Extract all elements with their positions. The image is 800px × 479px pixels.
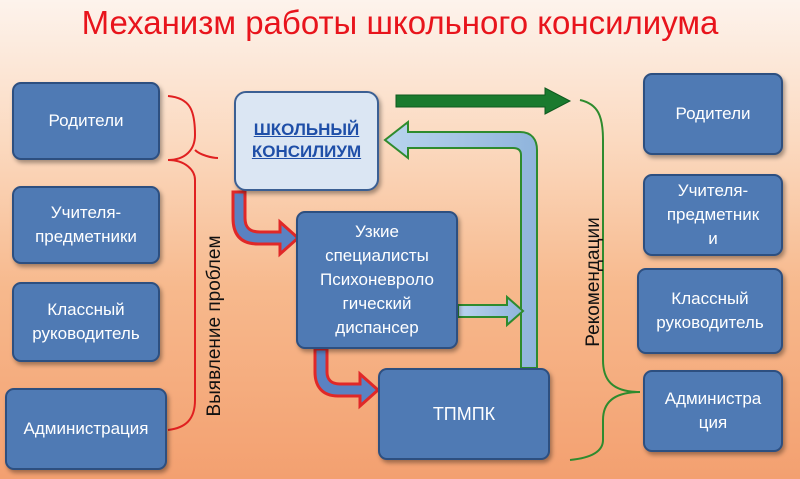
right-bracket-label: Рекомендации [583,217,604,347]
arrow-council-to-specialists [231,190,301,258]
specialists-box: Узкие специалисты Психоневроло гический … [296,211,458,349]
left-bracket [167,95,197,431]
page-title: Механизм работы школьного консилиума [81,4,719,41]
tpmpk-box: ТПМПК [378,368,550,460]
left-box-teachers: Учителя- предметники [12,186,160,264]
arrow-specialists-to-tpmpk [313,347,381,410]
left-bracket-label: Выявление проблем [204,235,225,417]
green-arrow [395,87,572,115]
left-bracket-tip [194,149,219,159]
left-box-class-teacher: Классный руководитель [12,282,160,362]
school-council-box: ШКОЛЬНЫЙ КОНСИЛИУМ [234,91,379,191]
right-box-administration: Администра ция [643,370,783,452]
left-box-administration: Администрация [5,388,167,470]
left-box-parents: Родители [12,82,160,160]
blue-side-arrow [457,294,525,328]
blue-return-arrow [383,119,538,369]
school-council-link[interactable]: ШКОЛЬНЫЙ КОНСИЛИУМ [251,120,362,161]
right-bracket [569,99,641,461]
right-box-parents: Родители [643,73,783,155]
right-box-teachers: Учителя- предметник и [643,174,783,256]
right-box-class-teacher: Классный руководитель [637,268,783,354]
